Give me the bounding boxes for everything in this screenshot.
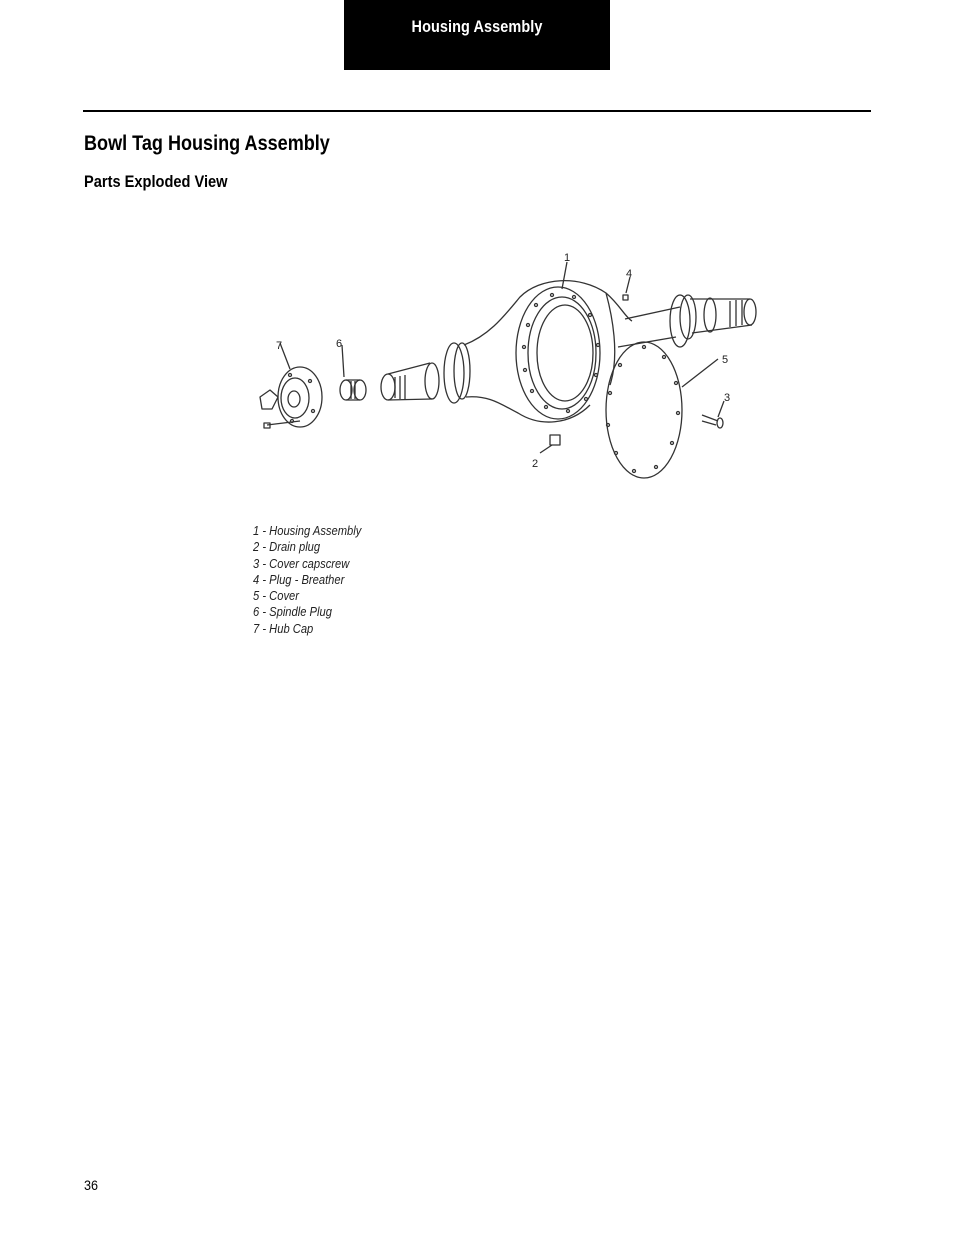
callout-5: 5 [722,354,728,366]
callout-1: 1 [564,252,570,264]
page-number: 36 [84,1177,99,1193]
left-spindle-drawing [380,342,471,404]
legend-item: 3 - Cover capscrew [253,555,350,571]
callout-3: 3 [724,392,730,404]
spindle-plug-drawing [339,379,367,401]
callout-6: 6 [336,338,342,350]
axle-housing-drawing: 1 2 3 4 5 6 7 [259,252,757,479]
legend-item: 1 - Housing Assembly [253,523,362,538]
legend-item: 2 - Drain plug [253,539,321,555]
cover-drawing [605,341,683,479]
callout-2: 2 [532,458,538,470]
page-title: Bowl Tag Housing Assembly [84,132,330,155]
drain-plug-drawing [549,434,561,446]
callout-7: 7 [276,340,282,352]
section-header-tab: Housing Assembly [344,0,610,70]
legend-item: 5 - Cover [253,588,299,604]
legend-item: 7 - Hub Cap [253,620,314,636]
exploded-view-figure: 1 2 3 4 5 6 7 [240,235,780,655]
section-header-label: Housing Assembly [411,17,543,36]
section-subtitle: Parts Exploded View [84,172,228,191]
right-spindle-drawing [669,294,757,348]
legend-item: 6 - Spindle Plug [253,604,332,620]
callout-labels: 1 2 3 4 5 6 7 [276,252,730,470]
header-rule [83,110,871,112]
callout-4: 4 [626,268,632,280]
parts-legend: 1 - Housing Assembly 2 - Drain plug 3 - … [253,523,361,637]
hub-cap-drawing [259,366,323,429]
capscrew-drawing [701,414,724,429]
banjo-housing-drawing [463,280,681,423]
legend-item: 4 - Plug - Breather [253,571,345,587]
